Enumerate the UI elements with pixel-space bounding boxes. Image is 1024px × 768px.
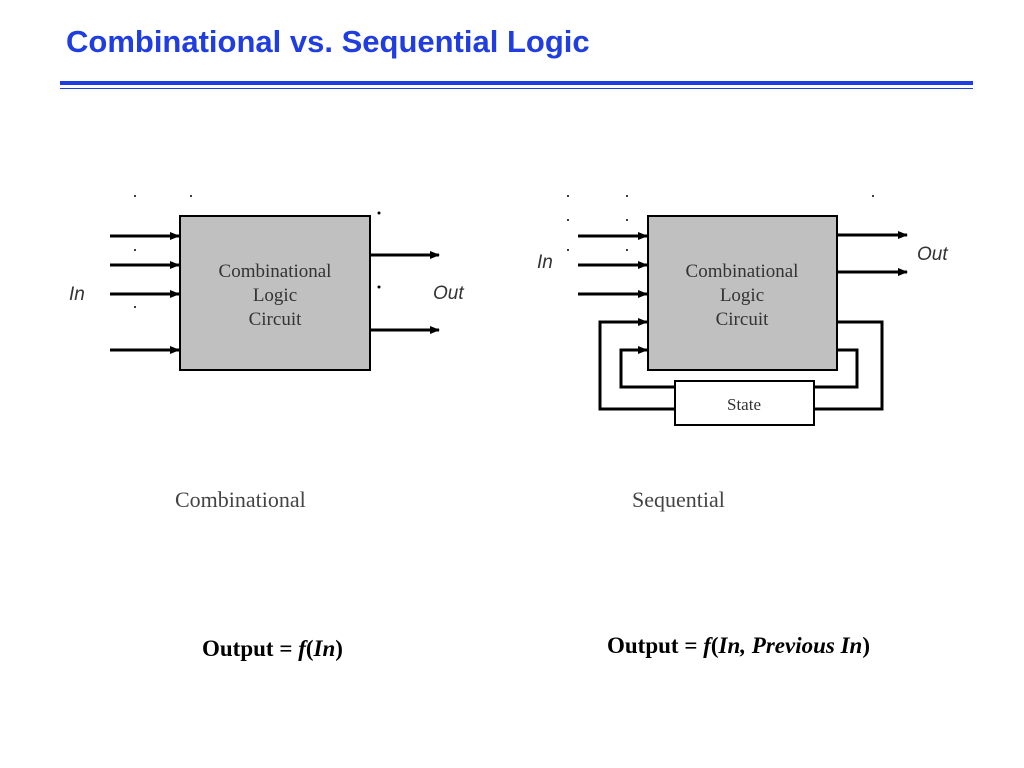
dot (377, 211, 381, 215)
combinational-caption: Combinational (175, 487, 306, 512)
combinational-in-label: In (69, 284, 85, 305)
sequential-box (647, 215, 838, 371)
dot (567, 249, 569, 251)
sequential-formula: Output = f(In, Previous In) (607, 633, 870, 659)
sequential-box-line-3: Circuit (716, 309, 769, 330)
slide-title: Combinational vs. Sequential Logic (66, 24, 590, 59)
dot (134, 249, 136, 251)
title-rule (60, 81, 973, 85)
combinational-box-line-3: Circuit (249, 309, 302, 330)
state-label: State (727, 395, 761, 414)
combinational-out-label: Out (433, 283, 464, 304)
dot (134, 306, 136, 308)
formula-open-paren: ( (305, 636, 314, 661)
dot (567, 195, 569, 197)
formula-args: In (313, 636, 336, 661)
dot (190, 195, 192, 197)
dot (626, 249, 628, 251)
formula-close-paren: ) (335, 636, 343, 661)
sequential-diagram: Combinational Logic Circuit State In Out… (537, 195, 948, 512)
dot (567, 219, 569, 221)
combinational-formula: Output = f(In) (202, 636, 343, 662)
formula-lead: Output = (607, 633, 704, 658)
sequential-box-line-1: Combinational (686, 261, 799, 282)
state-box (674, 380, 815, 426)
combinational-box-line-2: Logic (253, 285, 297, 306)
sequential-in-label: In (537, 252, 553, 273)
formula-lead: Output = (202, 636, 299, 661)
combinational-diagram: Combinational Logic Circuit In Out Combi… (69, 195, 464, 512)
feedback-loop-inner (619, 346, 675, 389)
feedback-loop-inner-return (814, 348, 859, 389)
dot (377, 285, 381, 289)
dot (626, 195, 628, 197)
formula-close-paren: ) (862, 633, 871, 658)
formula-function: f (298, 636, 306, 661)
title-rule-thin (60, 88, 973, 89)
combinational-box (179, 215, 371, 371)
combinational-box-line-1: Combinational (219, 261, 332, 282)
formula-open-paren: ( (710, 633, 719, 658)
feedback-loop-outer-return (814, 320, 884, 411)
dot (134, 195, 136, 197)
dot (626, 219, 628, 221)
dot (872, 195, 874, 197)
formula-function: f (703, 633, 711, 658)
sequential-caption: Sequential (632, 487, 725, 512)
formula-args: In, Previous In (718, 633, 863, 658)
feedback-loop-outer (598, 318, 675, 411)
sequential-box-line-2: Logic (720, 285, 764, 306)
sequential-out-label: Out (917, 244, 948, 265)
